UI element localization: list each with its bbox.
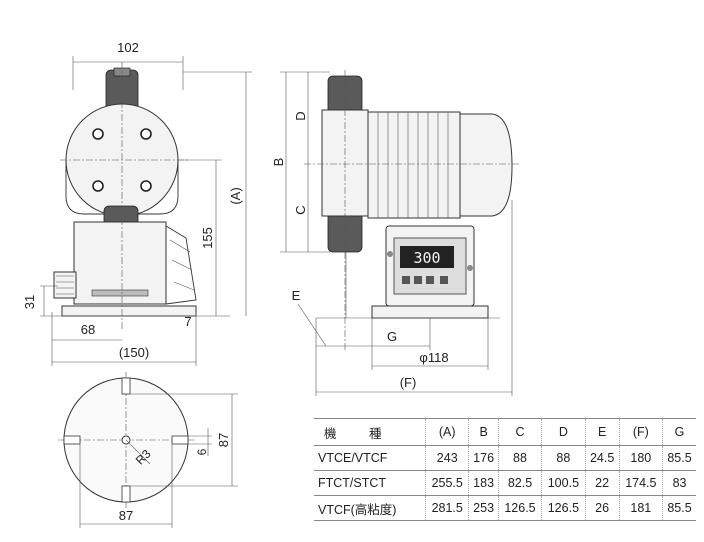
display-reading: 300	[413, 249, 440, 267]
table-row: VTCF(高粘度) 281.5 253 126.5 126.5 26 181 8…	[314, 495, 696, 521]
bottom-height-label: 87	[216, 433, 231, 447]
bottom-view: R3 6 87 87	[58, 372, 238, 528]
side-diameter-label: φ118	[419, 350, 448, 365]
cell: 126.5	[497, 495, 542, 521]
cell: 26	[584, 495, 620, 521]
cell: 181	[618, 495, 663, 521]
header-d: D	[541, 418, 586, 446]
cell: 180	[618, 445, 663, 471]
cell: 176	[468, 445, 499, 471]
table-row: FTCT/STCT 255.5 183 82.5 100.5 22 174.5 …	[314, 470, 696, 496]
front-overall-height-label: (A)	[228, 187, 243, 204]
side-e-label: E	[292, 288, 301, 303]
side-view: 300 B D C E G φ118	[271, 70, 520, 396]
side-b-label: B	[271, 158, 286, 167]
cell: 85.5	[662, 495, 696, 521]
foot-gap-label: 7	[184, 314, 191, 329]
side-c-label: C	[293, 205, 308, 214]
base-offset-label: 68	[81, 322, 95, 337]
cell-model: VTCE/VTCF	[314, 445, 426, 471]
front-view: 102 (A) 155 7	[22, 40, 252, 366]
base-height-label: 31	[22, 295, 37, 309]
cell: 281.5	[425, 495, 469, 521]
cell: 255.5	[425, 470, 469, 496]
side-g-label: G	[387, 329, 397, 344]
cell: 174.5	[618, 470, 663, 496]
cell: 253	[468, 495, 499, 521]
front-width-label: 102	[117, 40, 139, 55]
base-width-label: (150)	[119, 345, 149, 360]
cell: 83	[662, 470, 696, 496]
cell: 22	[584, 470, 620, 496]
side-d-label: D	[293, 111, 308, 120]
header-c: C	[497, 418, 542, 446]
cell: 100.5	[541, 470, 586, 496]
cell-model: VTCF(高粘度)	[314, 495, 426, 521]
cell: 183	[468, 470, 499, 496]
header-b: B	[468, 418, 499, 446]
side-length-label: (F)	[400, 375, 417, 390]
front-lower-height-label: 155	[200, 227, 215, 249]
cell: 243	[425, 445, 469, 471]
table-row: VTCE/VTCF 243 176 88 88 24.5 180 85.5	[314, 445, 696, 471]
header-e: E	[584, 418, 620, 446]
cell: 82.5	[497, 470, 542, 496]
dimension-table: 機 種 (A) B C D E (F) G VTCE/VTCF 243 176 …	[314, 418, 696, 521]
header-f: (F)	[618, 418, 663, 446]
cell: 88	[541, 445, 586, 471]
cell: 85.5	[662, 445, 696, 471]
table-header-row: 機 種 (A) B C D E (F) G	[314, 418, 696, 446]
cell: 126.5	[541, 495, 586, 521]
cell-model: FTCT/STCT	[314, 470, 426, 496]
cell: 24.5	[584, 445, 620, 471]
bottom-width-label: 87	[119, 508, 133, 523]
cell: 88	[497, 445, 542, 471]
header-a: (A)	[425, 418, 469, 446]
header-g: G	[662, 418, 696, 446]
header-model: 機 種	[314, 418, 426, 446]
bottom-slot-label: 6	[195, 448, 209, 455]
